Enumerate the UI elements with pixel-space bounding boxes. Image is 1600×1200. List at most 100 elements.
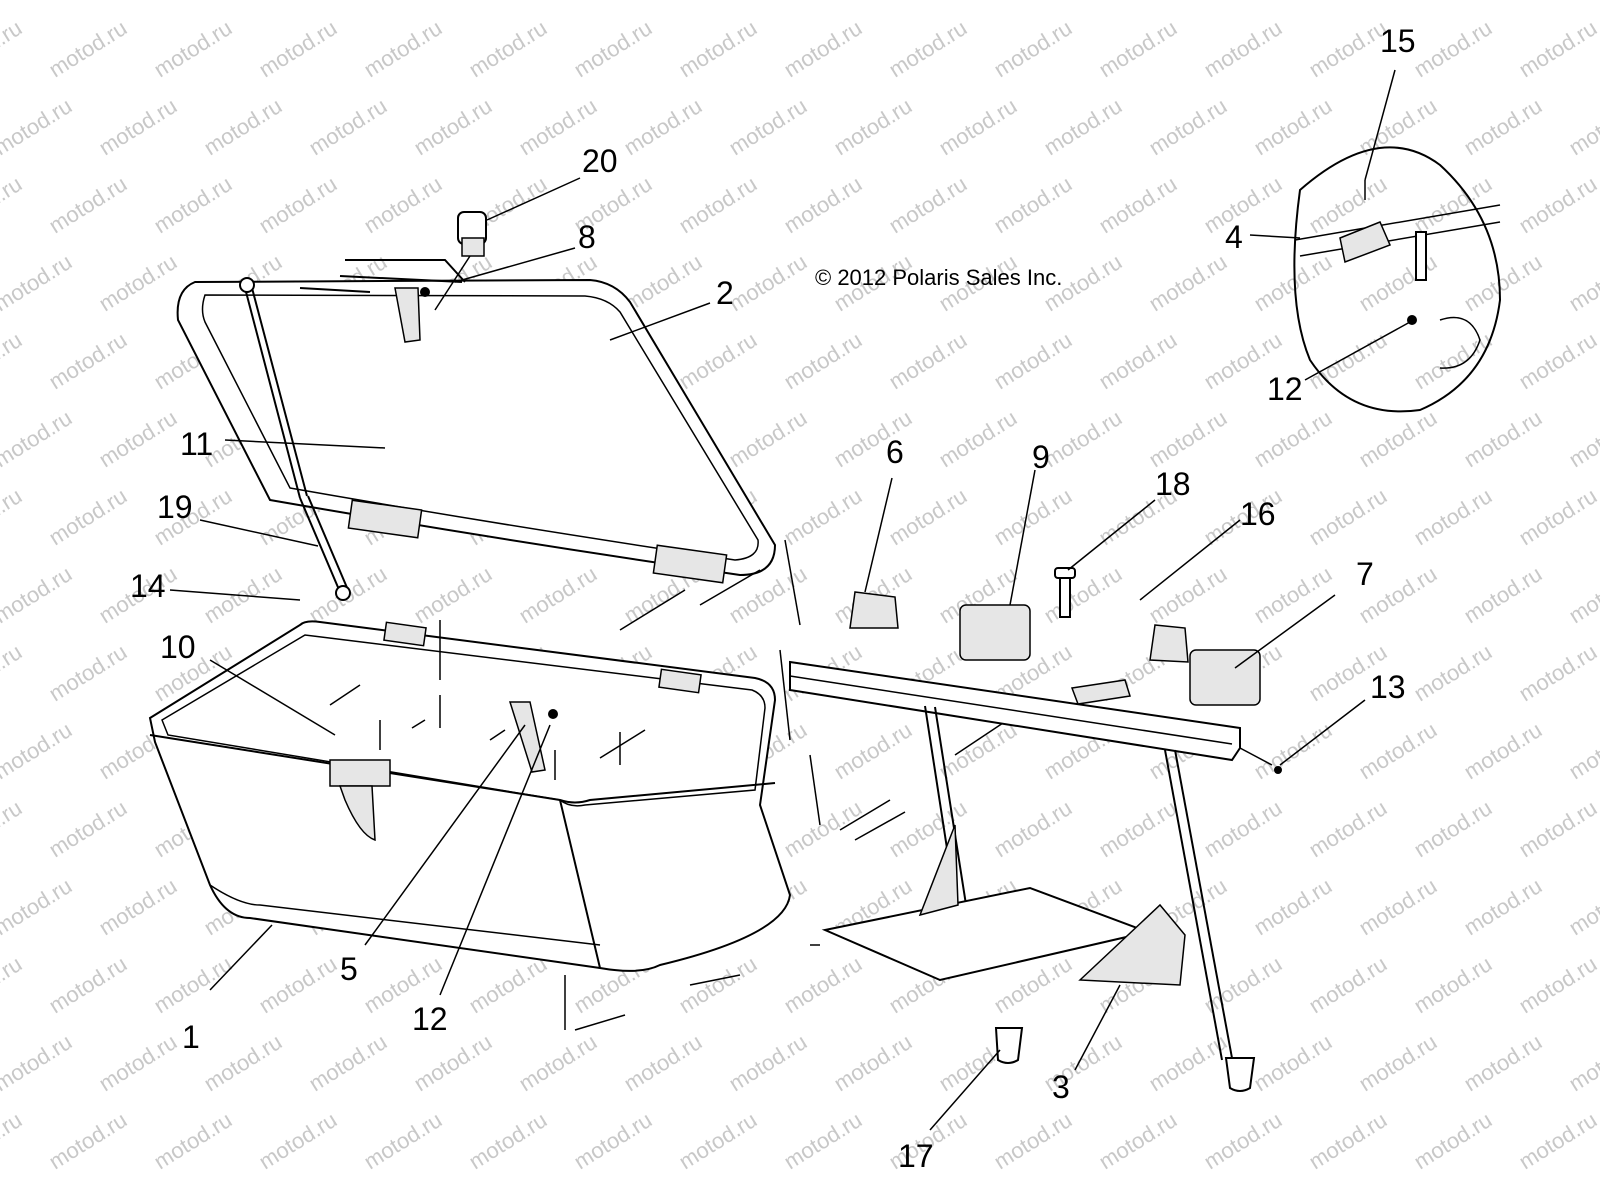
watermark-text: motod.ru (1354, 0, 1441, 4)
watermark-text: motod.ru (1459, 561, 1546, 628)
callout-11: 11 (180, 426, 213, 462)
watermark-text: motod.ru (1199, 15, 1286, 82)
watermark-text: motod.ru (1409, 951, 1496, 1018)
watermark-text: motod.ru (1459, 717, 1546, 784)
watermark-text: motod.ru (674, 951, 761, 1018)
watermark-text: motod.ru (1564, 405, 1600, 472)
watermark-text: motod.ru (884, 483, 971, 550)
watermark-text: motod.ru (1409, 15, 1496, 82)
watermark-text: motod.ru (1144, 405, 1231, 472)
callout-12-box: 12 (412, 1001, 448, 1037)
callout-4: 4 (1225, 219, 1243, 255)
callout-7: 7 (1356, 556, 1374, 592)
watermark-text: motod.ru (254, 171, 341, 238)
watermark-text: motod.ru (1354, 717, 1441, 784)
watermark-text: motod.ru (409, 561, 496, 628)
watermark-text: motod.ru (514, 1029, 601, 1096)
watermark-text: motod.ru (149, 1107, 236, 1174)
watermark-text: motod.ru (724, 0, 811, 4)
watermark-text: motod.ru (1039, 0, 1126, 4)
watermark-text: motod.ru (674, 327, 761, 394)
watermark-text: motod.ru (989, 1107, 1076, 1174)
watermark-text: motod.ru (44, 1107, 131, 1174)
watermark-text: motod.ru (989, 171, 1076, 238)
watermark-text: motod.ru (199, 93, 286, 160)
callout-15: 15 (1380, 23, 1416, 59)
watermark-text: motod.ru (304, 0, 391, 4)
watermark-text: motod.ru (779, 15, 866, 82)
watermark-text: motod.ru (44, 639, 131, 706)
watermark-text: motod.ru (779, 483, 866, 550)
watermark-text: motod.ru (934, 717, 1021, 784)
watermark-text: motod.ru (1354, 249, 1441, 316)
watermark-text: motod.ru (829, 93, 916, 160)
watermark-text: motod.ru (199, 1029, 286, 1096)
watermark-text: motod.ru (1514, 327, 1600, 394)
watermark-text: motod.ru (1564, 717, 1600, 784)
watermark-text: motod.ru (1409, 171, 1496, 238)
watermark-text: motod.ru (884, 327, 971, 394)
watermark-text: motod.ru (1199, 795, 1286, 862)
callout-12-detail: 12 (1267, 371, 1303, 407)
watermark-text: motod.ru (1144, 249, 1231, 316)
watermark-text: motod.ru (1199, 171, 1286, 238)
watermark-text: motod.ru (1459, 1029, 1546, 1096)
watermark-text: motod.ru (1094, 171, 1181, 238)
watermark-text: motod.ru (1514, 1107, 1600, 1174)
watermark-text: motod.ru (1144, 93, 1231, 160)
watermark-text: motod.ru (1409, 795, 1496, 862)
detail-inset (1293, 146, 1502, 413)
watermark-text: motod.ru (724, 405, 811, 472)
watermark-text: motod.ru (44, 15, 131, 82)
watermark-text: motod.ru (619, 1029, 706, 1096)
watermark-text: motod.ru (1144, 0, 1231, 4)
watermark-text: motod.ru (359, 171, 446, 238)
watermark-text: motod.ru (0, 249, 76, 316)
watermark-text: motod.ru (409, 0, 496, 4)
watermark-text: motod.ru (779, 1107, 866, 1174)
watermark-text: motod.ru (779, 795, 866, 862)
watermark-text: motod.ru (44, 795, 131, 862)
watermark-text: motod.ru (829, 1029, 916, 1096)
watermark-text: motod.ru (94, 93, 181, 160)
watermark-text: motod.ru (0, 951, 26, 1018)
callout-20: 20 (582, 143, 618, 179)
callout-19: 19 (157, 489, 193, 525)
watermark-text: motod.ru (1249, 93, 1336, 160)
watermark-text: motod.ru (884, 171, 971, 238)
watermark-text: motod.ru (0, 1029, 76, 1096)
watermark-text: motod.ru (0, 93, 76, 160)
watermark-text: motod.ru (724, 1029, 811, 1096)
watermark-text: motod.ru (1249, 561, 1336, 628)
watermark-text: motod.ru (44, 483, 131, 550)
leader-lines (169, 69, 1411, 1131)
callout-8: 8 (578, 219, 596, 255)
watermark-text: motod.ru (779, 327, 866, 394)
watermark-text: motod.ru (464, 951, 551, 1018)
watermark-text: motod.ru (0, 15, 26, 82)
watermark-text: motod.ru (0, 873, 76, 940)
storage-box-lid (176, 259, 777, 584)
watermark-text: motod.ru (724, 249, 811, 316)
watermark-text: motod.ru (514, 0, 601, 4)
watermark-text: motod.ru (829, 0, 916, 4)
watermark-text: motod.ru (254, 15, 341, 82)
watermark-text: motod.ru (1094, 795, 1181, 862)
watermark-text: motod.ru (779, 951, 866, 1018)
callout-18: 18 (1155, 466, 1191, 502)
callout-5: 5 (340, 951, 358, 987)
watermark-text: motod.ru (1354, 405, 1441, 472)
callout-10: 10 (160, 629, 196, 665)
watermark-text: motod.ru (1564, 93, 1600, 160)
watermark-text: motod.ru (1354, 873, 1441, 940)
watermark-text: motod.ru (514, 561, 601, 628)
callout-17: 17 (898, 1138, 934, 1174)
watermark-text: motod.ru (1514, 15, 1600, 82)
watermark-text: motod.ru (1249, 0, 1336, 4)
watermark-text: motod.ru (1249, 405, 1336, 472)
watermark-text: motod.ru (1409, 327, 1496, 394)
watermark-text: motod.ru (1564, 0, 1600, 4)
watermark-text: motod.ru (674, 15, 761, 82)
watermark-text: motod.ru (674, 171, 761, 238)
watermark-text: motod.ru (149, 951, 236, 1018)
